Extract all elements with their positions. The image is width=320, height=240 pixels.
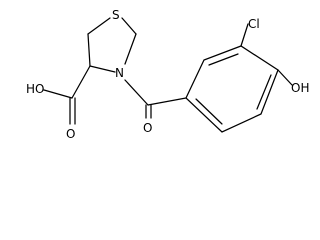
bond-c4-n [89, 65, 116, 73]
carboxyl-hydroxyl-label: HO [26, 82, 44, 96]
benzene-inner-bond-1 [208, 53, 239, 66]
bond-ring-oh [277, 69, 293, 86]
bond-s-ch2-left [87, 17, 111, 35]
molecule-diagram: S N Cl OH HO O O [26, 8, 309, 141]
carboxyl-oxygen-label: O [66, 127, 75, 141]
bond-ch2-n [124, 33, 137, 65]
benzene-inner-bond-2 [256, 74, 272, 110]
chemical-structure-canvas: S N Cl OH HO O O [26, 8, 309, 141]
bond-n-carbonyl [124, 79, 149, 106]
chlorine-label: Cl [248, 17, 260, 31]
bond-ring-cl [240, 23, 249, 47]
bond-c4-carboxyl [71, 65, 91, 99]
benzene-ring [185, 45, 279, 133]
carbonyl-oxygen-label: O [143, 121, 152, 135]
nitrogen-label: N [115, 66, 124, 80]
bond-carboxyl-oh [43, 89, 73, 99]
bond-ch2-c4 [87, 33, 91, 67]
bond-s-ch2-right [121, 17, 137, 35]
sulfur-label: S [112, 8, 120, 22]
hydroxyl-label: OH [291, 81, 309, 95]
benzene-inner-bond-3 [195, 98, 223, 125]
bond-carbonyl-ring [147, 97, 187, 106]
